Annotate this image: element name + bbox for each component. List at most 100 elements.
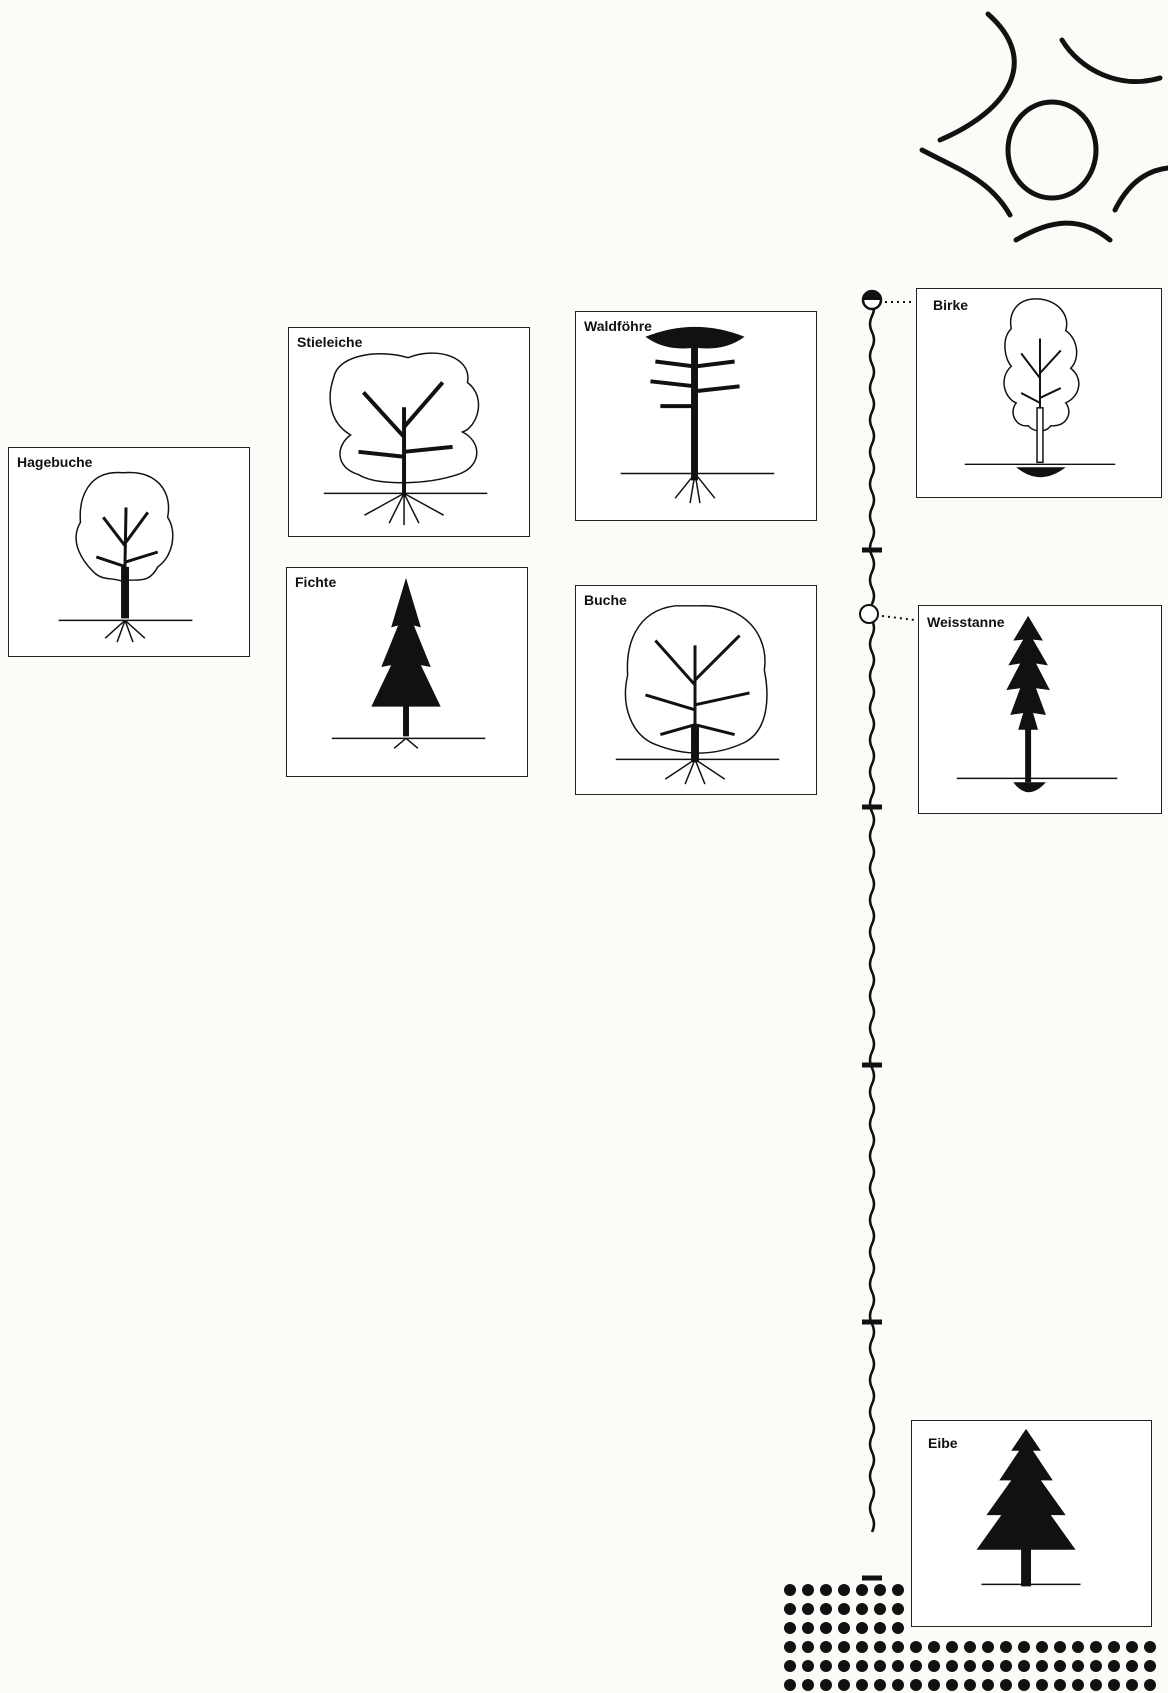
shade-dot [928, 1679, 940, 1691]
card-buche: Buche [575, 585, 817, 795]
card-stieleiche: Stieleiche [288, 327, 530, 537]
shade-dot [802, 1584, 814, 1596]
shade-dot [784, 1584, 796, 1596]
spruce-tree-icon [287, 568, 527, 776]
marker-birke [863, 291, 912, 309]
shade-dot [1108, 1660, 1120, 1672]
sun-ray [1115, 168, 1168, 210]
shade-dot [982, 1679, 994, 1691]
shade-dot [946, 1679, 958, 1691]
shade-dot [1000, 1679, 1012, 1691]
sun-ray [1016, 223, 1110, 240]
shade-dot [820, 1679, 832, 1691]
shade-dot [1126, 1641, 1138, 1653]
sun-ray [940, 14, 1014, 140]
shade-dot [838, 1660, 850, 1672]
shade-dot [1072, 1641, 1084, 1653]
shade-dot [910, 1660, 922, 1672]
shade-dot [892, 1660, 904, 1672]
shade-dot [874, 1603, 886, 1615]
shade-dot [892, 1603, 904, 1615]
shade-dot [964, 1660, 976, 1672]
shade-dot [820, 1603, 832, 1615]
shade-dot [784, 1660, 796, 1672]
shade-dot [946, 1641, 958, 1653]
shade-dot [802, 1603, 814, 1615]
pine-tree-icon [576, 312, 816, 520]
shade-dot [802, 1660, 814, 1672]
shade-dot [982, 1660, 994, 1672]
light-scale-line [870, 300, 874, 1532]
shade-dot [910, 1679, 922, 1691]
shade-dot [856, 1641, 868, 1653]
tree-name: Hagebuche [15, 454, 94, 470]
deciduous-tree-icon [9, 448, 249, 656]
shade-dot [1126, 1660, 1138, 1672]
shade-dot [1018, 1641, 1030, 1653]
shade-dot [946, 1660, 958, 1672]
sun-ray [1062, 40, 1160, 82]
tree-name: Birke [931, 297, 970, 313]
tree-name: Stieleiche [295, 334, 364, 350]
shade-dot [874, 1660, 886, 1672]
shade-dot [982, 1641, 994, 1653]
shade-dot [1000, 1660, 1012, 1672]
shade-dot [1000, 1641, 1012, 1653]
shade-dot [892, 1641, 904, 1653]
tree-name: Fichte [293, 574, 338, 590]
shade-dot [1108, 1679, 1120, 1691]
tree-name: Eibe [926, 1435, 960, 1451]
shade-dot [1126, 1679, 1138, 1691]
birch-tree-icon [917, 289, 1161, 497]
shade-dot [820, 1622, 832, 1634]
tree-name: Weisstanne [925, 614, 1007, 630]
shade-dot [892, 1679, 904, 1691]
shade-dot [964, 1641, 976, 1653]
tree-name: Waldföhre [582, 318, 654, 334]
shade-dot [1072, 1660, 1084, 1672]
shade-dot [964, 1679, 976, 1691]
shade-dot [856, 1679, 868, 1691]
marker-weisstanne [860, 605, 915, 623]
shade-dot [784, 1622, 796, 1634]
shade-dot [1144, 1660, 1156, 1672]
shade-dot [838, 1641, 850, 1653]
shade-dot [1090, 1679, 1102, 1691]
card-weisstanne: Weisstanne [918, 605, 1162, 814]
beech-tree-icon [576, 586, 816, 794]
shade-dot [1018, 1679, 1030, 1691]
shade-dot [874, 1641, 886, 1653]
shade-dot [820, 1641, 832, 1653]
card-eibe: Eibe [911, 1420, 1152, 1627]
shade-dot [1018, 1660, 1030, 1672]
sun-disc [1008, 102, 1096, 198]
shade-dot [1144, 1679, 1156, 1691]
shade-dot [856, 1622, 868, 1634]
shade-dot [1144, 1641, 1156, 1653]
shade-dot [874, 1679, 886, 1691]
shade-dot [892, 1584, 904, 1596]
sun-ray [922, 150, 1010, 215]
shade-dot [802, 1622, 814, 1634]
shade-dot [784, 1679, 796, 1691]
shade-dot [856, 1584, 868, 1596]
shade-dot [1108, 1641, 1120, 1653]
sun-icon [922, 14, 1168, 240]
tree-name: Buche [582, 592, 629, 608]
shade-dot [856, 1660, 868, 1672]
shade-dot [838, 1679, 850, 1691]
shade-dot [1054, 1660, 1066, 1672]
shade-dot [874, 1622, 886, 1634]
shade-dot [838, 1584, 850, 1596]
shade-dot [928, 1641, 940, 1653]
shade-dot [802, 1679, 814, 1691]
shade-dot [1090, 1660, 1102, 1672]
shade-dot [802, 1641, 814, 1653]
shade-dot [928, 1660, 940, 1672]
shade-dot [1036, 1660, 1048, 1672]
shade-dot [784, 1603, 796, 1615]
fir-tree-icon [919, 606, 1161, 813]
oak-tree-icon [289, 328, 529, 536]
card-waldfoehre: Waldföhre [575, 311, 817, 521]
shade-dot [1054, 1641, 1066, 1653]
